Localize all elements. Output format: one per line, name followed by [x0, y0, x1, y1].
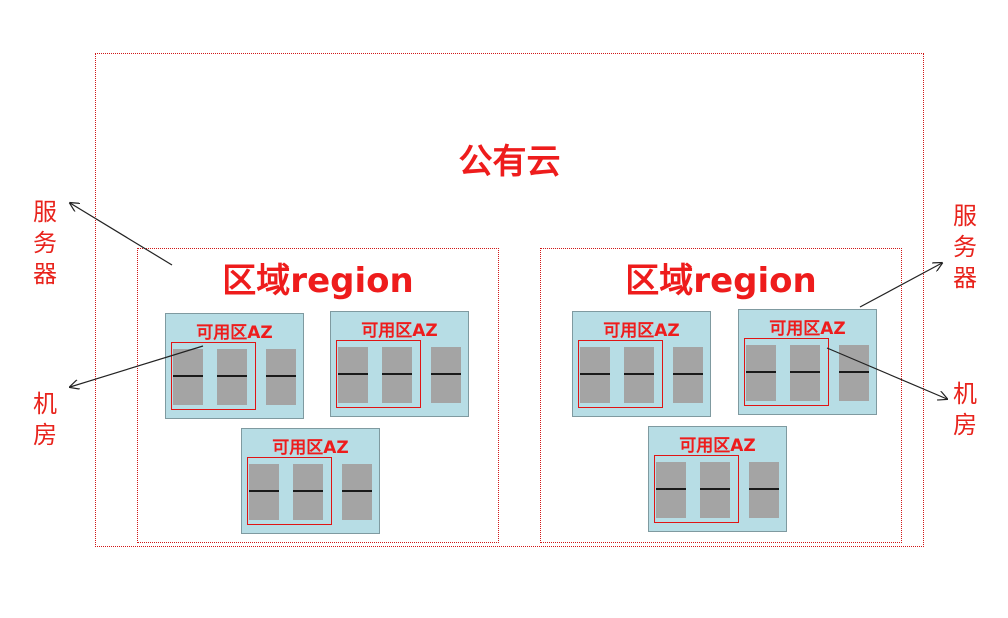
server — [839, 345, 869, 401]
region-2-az-2: 可用区AZ — [738, 309, 877, 415]
label-char: 机 — [953, 380, 977, 408]
server — [173, 349, 203, 405]
az-title: 可用区AZ — [603, 321, 680, 341]
server — [656, 462, 686, 518]
label-char: 器 — [953, 264, 977, 292]
arrow-server-right — [859, 263, 942, 308]
region-1: 区域region 可用区AZ 可用区AZ 可用区AZ — [137, 248, 499, 543]
machine-room — [744, 338, 829, 406]
az-title: 可用区AZ — [196, 323, 273, 343]
az-title: 可用区AZ — [361, 321, 438, 341]
server — [749, 462, 779, 518]
server-label-left: 服 务 器 — [30, 197, 60, 290]
server — [431, 347, 461, 403]
label-char: 机 — [33, 390, 57, 418]
machine-room — [171, 342, 256, 410]
machine-room — [247, 457, 332, 525]
server — [700, 462, 730, 518]
machine-room — [578, 340, 663, 408]
server — [673, 347, 703, 403]
machine-room — [654, 455, 739, 523]
arrow-room-left — [70, 345, 204, 387]
region-2-az-1: 可用区AZ — [572, 311, 711, 417]
az-title: 可用区AZ — [679, 436, 756, 456]
label-char: 房 — [953, 411, 977, 439]
server — [342, 464, 372, 520]
arrow-server-left — [70, 203, 173, 266]
public-cloud-boundary: 公有云 区域region 可用区AZ 可用区AZ 可用区AZ 区域region — [95, 53, 924, 547]
server — [249, 464, 279, 520]
server — [217, 349, 247, 405]
server — [624, 347, 654, 403]
label-char: 务 — [953, 233, 977, 261]
arrow-room-right — [826, 347, 947, 399]
public-cloud-title: 公有云 — [458, 142, 561, 182]
server — [382, 347, 412, 403]
region-1-az-1: 可用区AZ — [165, 313, 304, 419]
server-label-right: 服 务 器 — [950, 201, 980, 294]
region-2-title: 区域region — [625, 261, 817, 301]
server — [266, 349, 296, 405]
label-char: 务 — [33, 229, 57, 257]
region-1-az-3: 可用区AZ — [241, 428, 380, 534]
az-title: 可用区AZ — [272, 438, 349, 458]
server — [580, 347, 610, 403]
room-label-right: 机 房 — [950, 379, 980, 441]
machine-room — [336, 340, 421, 408]
label-char: 房 — [33, 421, 57, 449]
server — [293, 464, 323, 520]
server — [746, 345, 776, 401]
room-label-left: 机 房 — [30, 389, 60, 451]
region-2-az-3: 可用区AZ — [648, 426, 787, 532]
label-char: 服 — [33, 198, 57, 226]
az-title: 可用区AZ — [769, 319, 846, 339]
region-1-title: 区域region — [222, 261, 414, 301]
region-1-az-2: 可用区AZ — [330, 311, 469, 417]
server — [338, 347, 368, 403]
label-char: 器 — [33, 260, 57, 288]
region-2: 区域region 可用区AZ 可用区AZ 可用区AZ — [540, 248, 902, 543]
server — [790, 345, 820, 401]
label-char: 服 — [953, 202, 977, 230]
